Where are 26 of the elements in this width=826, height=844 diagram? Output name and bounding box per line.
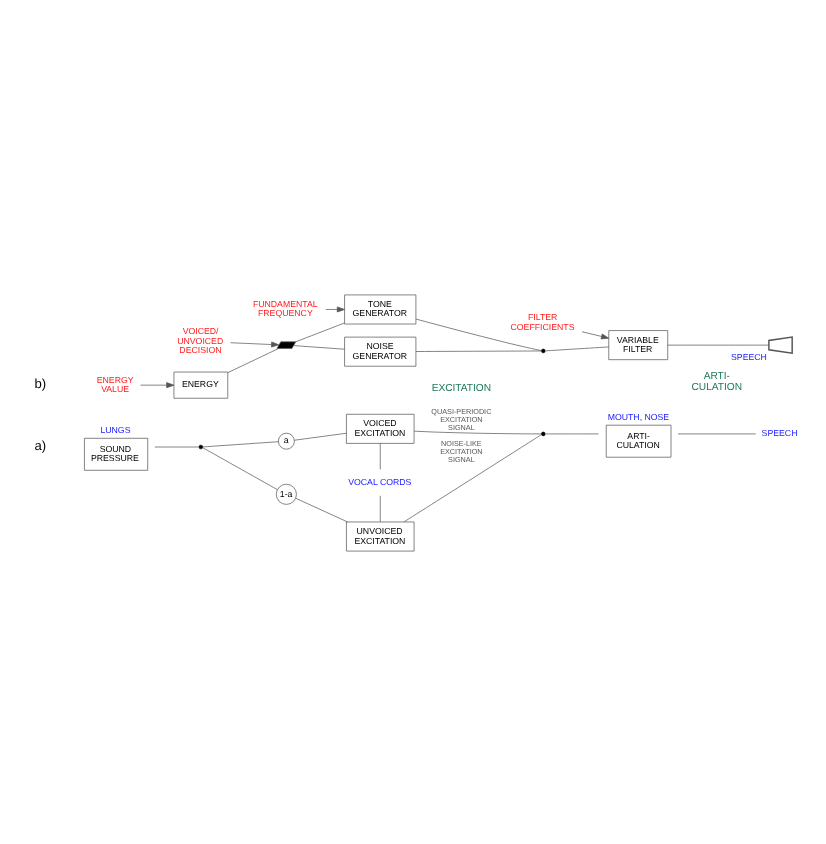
connector: [403, 433, 542, 522]
connector: [295, 321, 345, 342]
arrow: [581, 330, 610, 339]
connector: [154, 445, 200, 447]
connector: [294, 431, 347, 440]
arrow: [140, 381, 175, 388]
connector: [202, 440, 279, 447]
node-dot: [541, 430, 546, 436]
connector: [544, 345, 610, 351]
node-loudspeaker: [768, 335, 793, 353]
connector: [415, 317, 542, 351]
connector: [295, 496, 348, 522]
connector: [667, 343, 770, 345]
connector: [415, 349, 542, 351]
node-dot: [541, 347, 546, 353]
arrow: [230, 340, 280, 347]
connector: [379, 442, 381, 469]
connector: [293, 344, 345, 349]
node-dot: [198, 443, 204, 449]
connector: [544, 432, 599, 434]
connector: [379, 494, 381, 522]
connector: [413, 429, 542, 434]
connector: [202, 446, 278, 490]
connector: [227, 347, 280, 372]
node-switch: [276, 340, 297, 348]
arrow: [325, 305, 345, 312]
